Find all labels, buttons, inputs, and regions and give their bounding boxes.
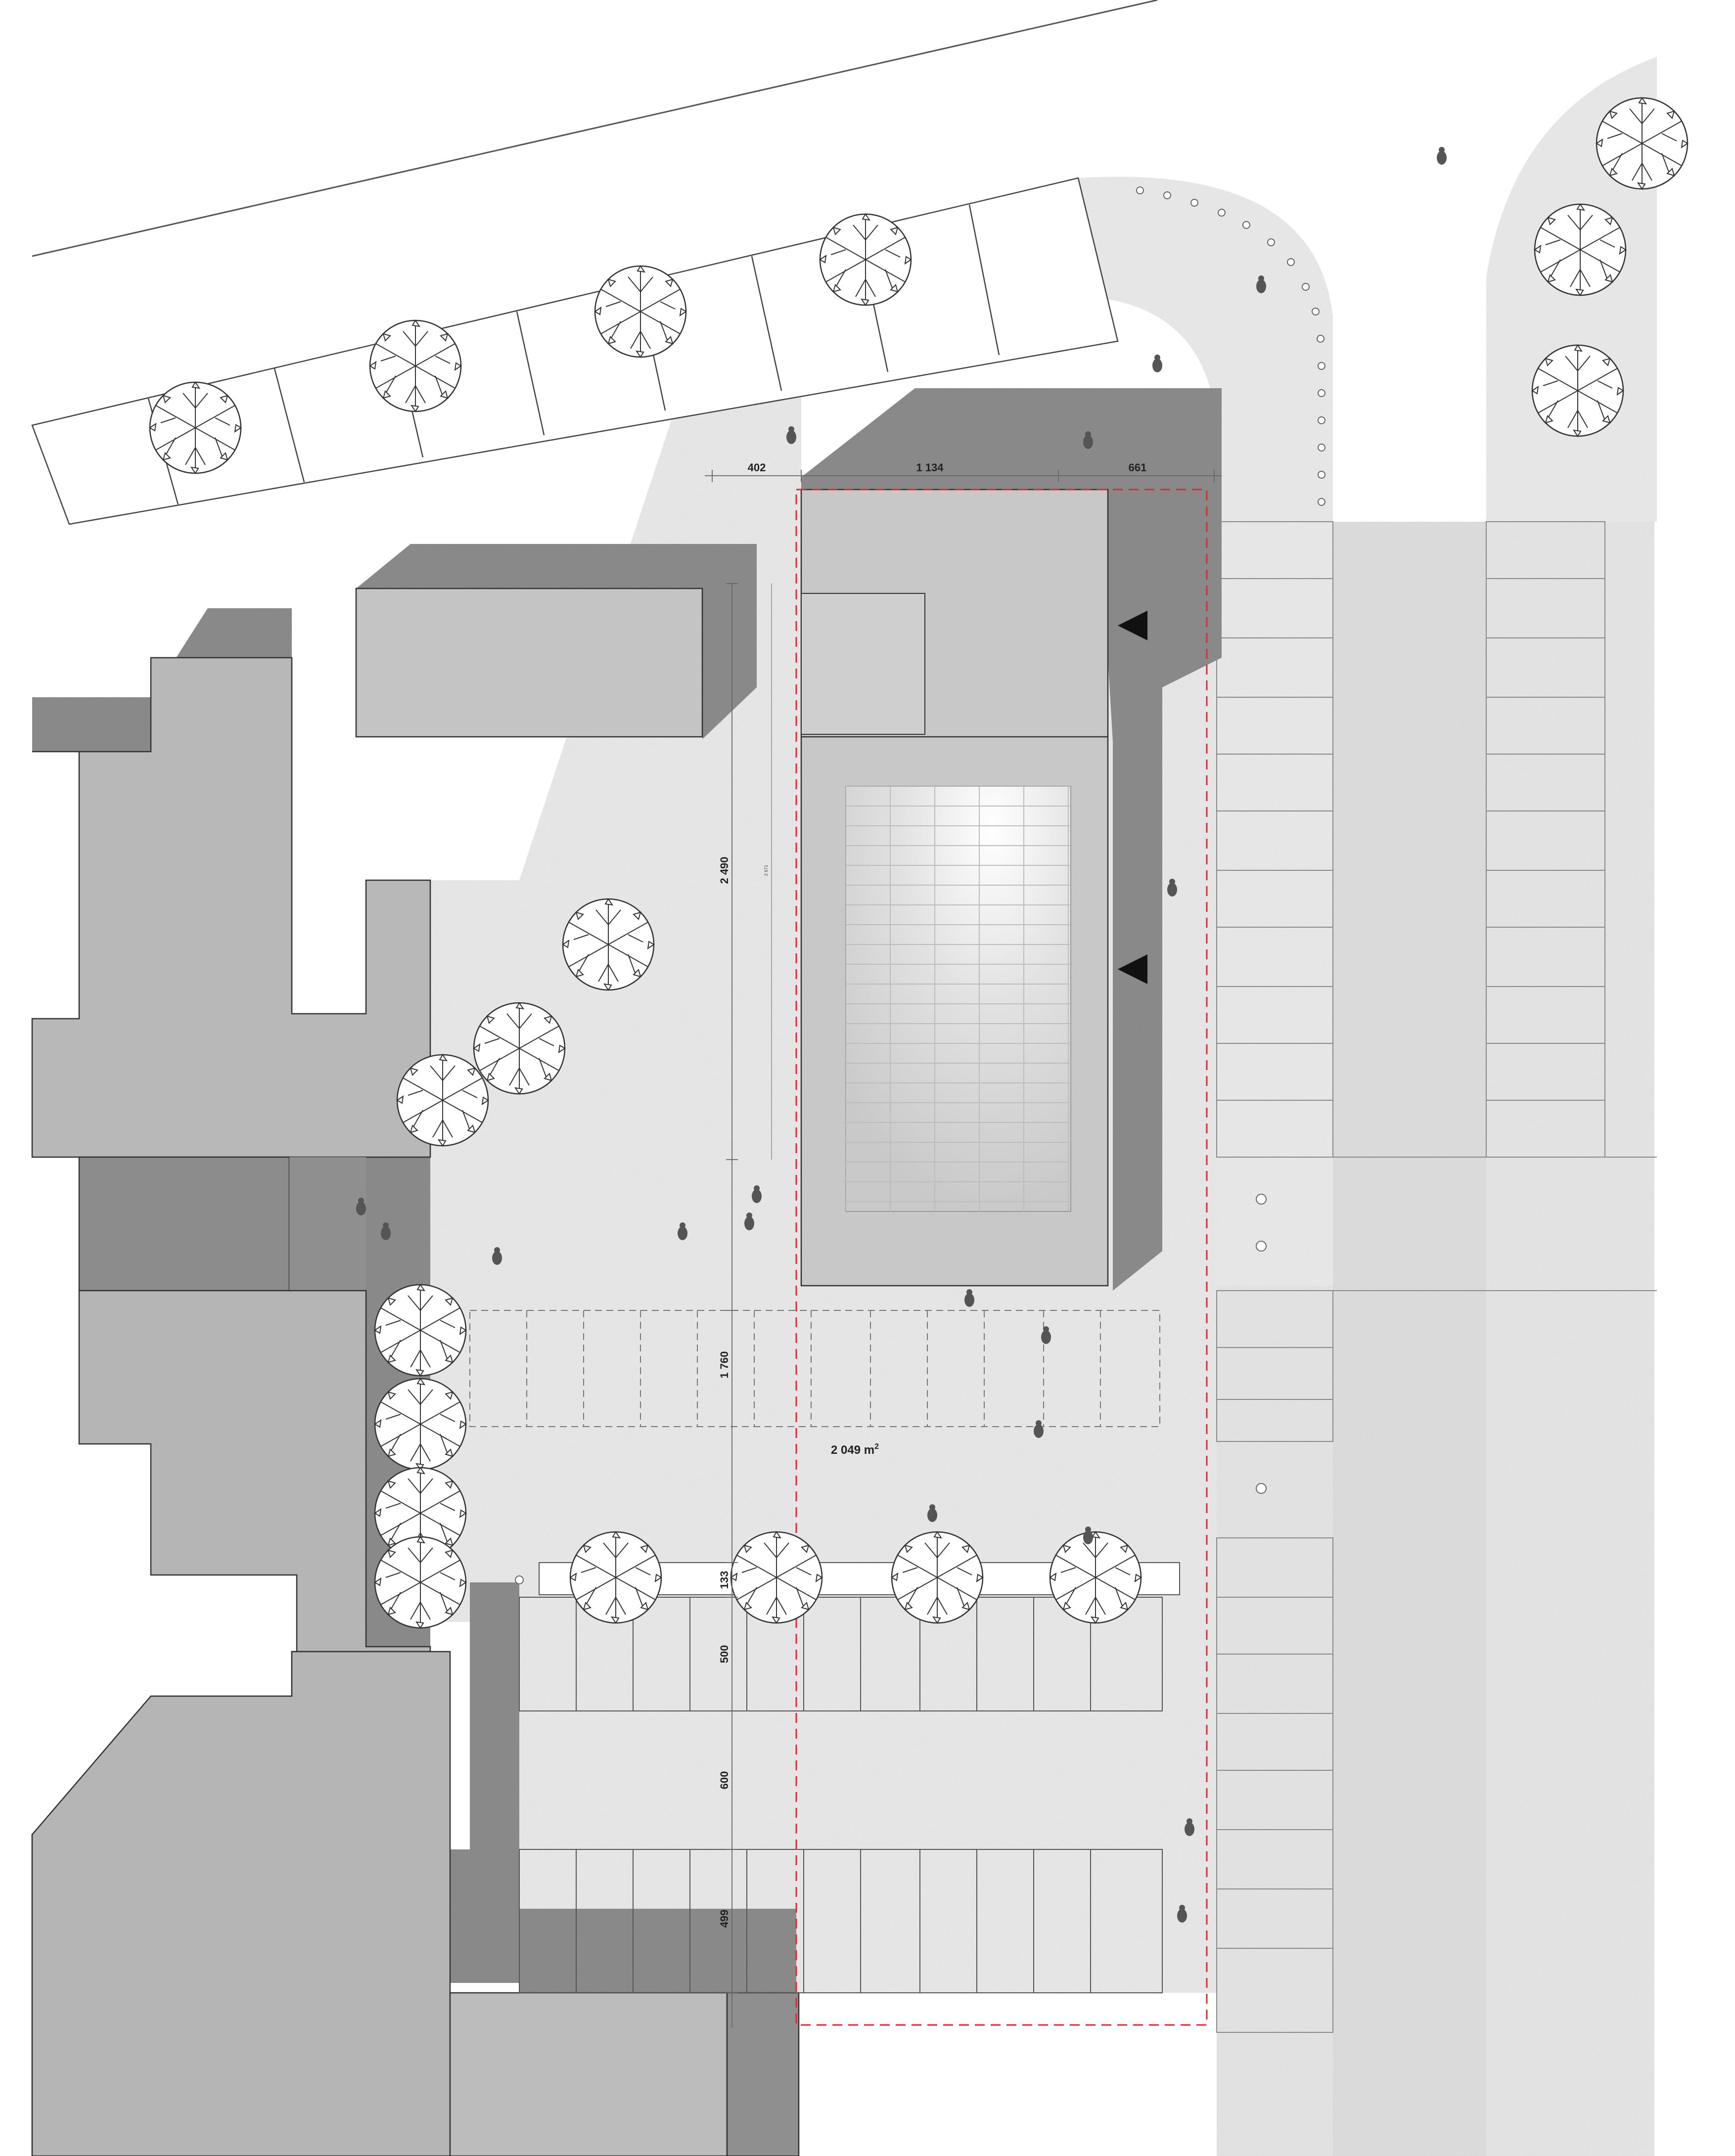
dim-label: 1 760: [718, 1351, 731, 1378]
bollard-icons: [515, 186, 1325, 1584]
dim-label: 661: [1129, 461, 1147, 474]
tree-icon: [396, 1054, 489, 1147]
tree-icon: [1531, 344, 1624, 437]
tree-icon: [1596, 97, 1689, 190]
dim-label: 2 490: [718, 856, 731, 884]
tree-icon: [569, 1531, 662, 1624]
dim-label: 133: [718, 1571, 731, 1589]
tree-icon: [819, 213, 912, 306]
plot-area-label: 2 049 m2: [831, 1442, 879, 1457]
tree-icon: [1049, 1531, 1142, 1624]
entrance-arrow-icon: [1118, 611, 1147, 640]
tree-icon: [562, 898, 655, 991]
dim-label: 600: [718, 1771, 731, 1790]
dim-label: 499: [718, 1910, 731, 1928]
tree-icon: [374, 1284, 467, 1377]
dim-label: 1 134: [916, 461, 944, 474]
street-edge-line: [32, 0, 1158, 257]
entrance-arrow-icon: [1118, 954, 1147, 984]
tree-icon: [594, 265, 687, 358]
dim-label: 402: [748, 461, 766, 474]
plot-boundary: [795, 489, 1208, 2026]
tree-icon: [374, 1536, 467, 1629]
tree-icon: [891, 1531, 984, 1624]
dim-label: 500: [718, 1645, 731, 1663]
tree-icon: [374, 1378, 467, 1471]
tree-icon: [730, 1531, 823, 1624]
dim-label: 2 671: [764, 865, 769, 876]
neighbor-buildings: [31, 587, 800, 2156]
main-building: [800, 489, 1109, 1287]
right-parking-bays: [1216, 521, 1657, 2033]
tree-icon: [1534, 203, 1627, 296]
visitor-parking-dashed: [469, 1310, 1160, 1427]
tree-icon: [149, 381, 242, 474]
tree-icon: [473, 1002, 566, 1095]
tree-icon: [369, 319, 462, 412]
dimension-lines: [705, 470, 1222, 2027]
